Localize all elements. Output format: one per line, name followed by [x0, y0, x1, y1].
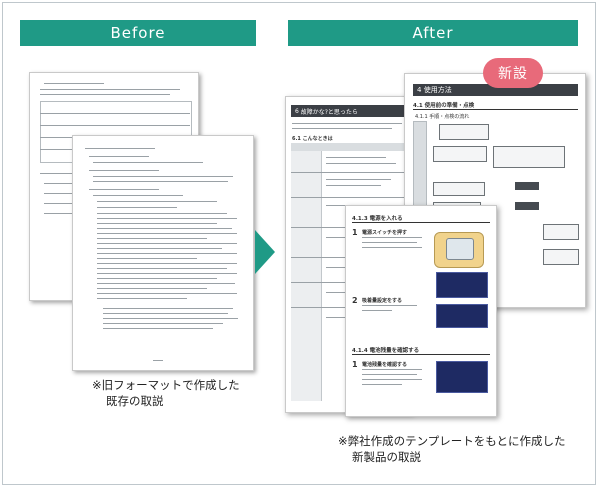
- mid-step3: 電池残量を確認する: [362, 362, 408, 368]
- left-chapter-title: 故障かな?と思ったら: [300, 108, 358, 116]
- old-manual-page-front: [72, 135, 254, 371]
- step3-number: 1: [352, 360, 358, 369]
- after-header: After: [288, 20, 578, 46]
- step1-number: 1: [352, 228, 358, 237]
- new-manual-power-on-page: 4.1.3 電源を入れる 1 電源スイッチを押す 2 吸着量設定をする 4.1.…: [345, 205, 497, 417]
- step2-number: 2: [352, 296, 358, 305]
- after-caption-line1: ※弊社作成のテンプレートをもとに作成した: [338, 434, 566, 448]
- after-caption-line2: 新製品の取説: [352, 450, 421, 464]
- mid-step1: 電源スイッチを押す: [362, 230, 408, 236]
- transition-arrow-icon: [255, 230, 275, 274]
- right-section: 4.1 使用前の準備・点検: [413, 103, 475, 109]
- mid-section1: 4.1.3 電源を入れる: [352, 216, 403, 222]
- right-chapter-num: 4: [417, 86, 422, 94]
- before-caption-line1: ※旧フォーマットで作成した: [92, 378, 240, 392]
- left-section: 6.1 こんなときは: [292, 136, 333, 142]
- before-caption-line2: 既存の取説: [106, 394, 164, 408]
- left-chapter-num: 6: [295, 107, 299, 115]
- new-badge: 新設: [483, 58, 543, 88]
- before-header: Before: [20, 20, 256, 46]
- mid-step2: 吸着量設定をする: [362, 298, 403, 304]
- right-chapter-title: 使用方法: [423, 86, 452, 94]
- right-subsection: 4.1.1 手順・点検の流れ: [415, 114, 470, 120]
- mid-section2: 4.1.4 電池残量を確認する: [352, 348, 420, 354]
